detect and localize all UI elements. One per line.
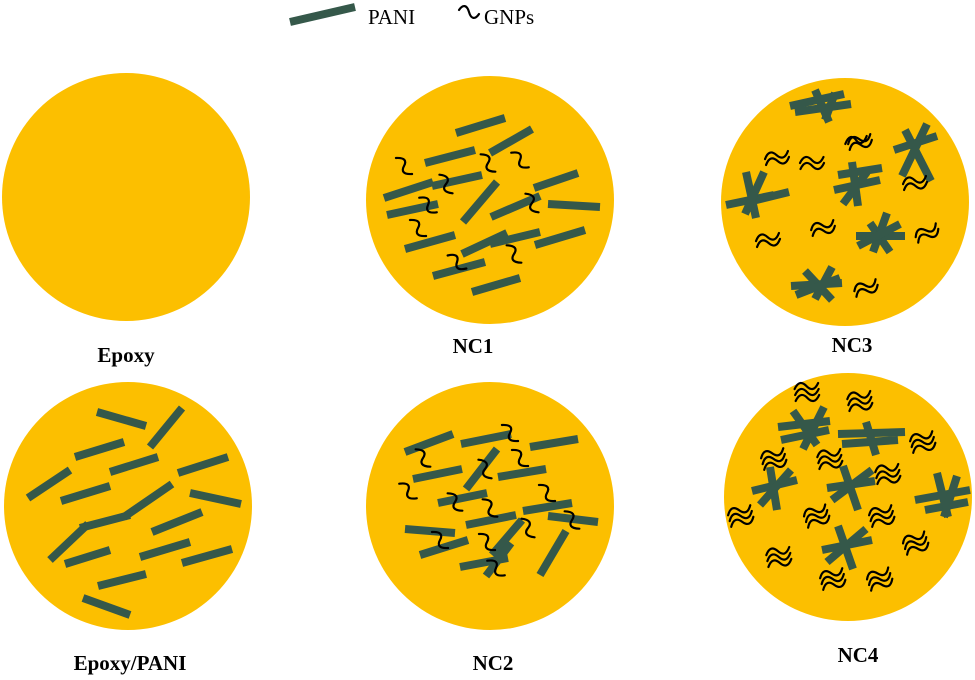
panel-nc1: NC1 [366, 76, 614, 358]
epoxy-pani-matrix-circle [4, 382, 252, 630]
panel-nc3: NC3 [721, 78, 969, 357]
panel-nc4: NC4 [724, 373, 972, 667]
panel-label-nc4: NC4 [838, 643, 879, 667]
pani-clusters [751, 405, 971, 571]
panel-epoxy-pani: Epoxy/PANI [4, 382, 252, 675]
legend: PANI GNPs [289, 3, 534, 29]
panel-label-nc3: NC3 [832, 333, 873, 357]
pani-legend-symbol [289, 3, 356, 26]
pani-clusters [725, 88, 939, 303]
nc1-matrix-circle [366, 76, 614, 324]
pani-rods [382, 114, 601, 296]
panel-label-nc2: NC2 [473, 651, 514, 675]
epoxy-matrix-circle [2, 73, 250, 321]
panel-nc2: NC2 [366, 382, 614, 675]
panel-label-epoxy-pani: Epoxy/PANI [74, 651, 187, 675]
pani-legend-label: PANI [368, 5, 415, 29]
gnps-legend-label: GNPs [484, 5, 534, 29]
panel-label-nc1: NC1 [453, 334, 494, 358]
panel-label-epoxy: Epoxy [97, 343, 155, 367]
panel-epoxy: Epoxy [2, 73, 250, 367]
pani-rods [25, 405, 242, 619]
gnps-legend-symbol [457, 5, 481, 19]
